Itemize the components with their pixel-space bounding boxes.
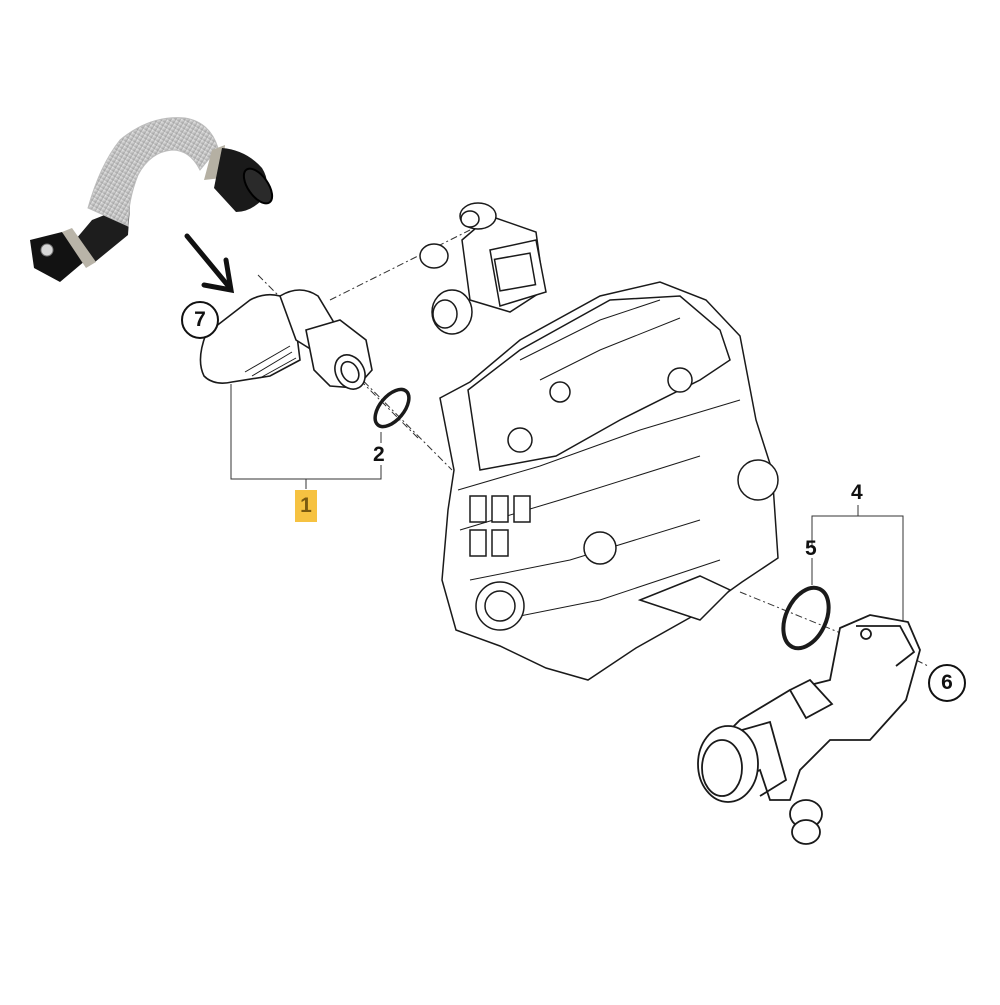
part-7-hose-elbow	[199, 289, 373, 390]
callout-4-label: 4	[851, 481, 863, 504]
pointer-arrow	[184, 233, 235, 294]
part-4-outlet-pipe	[697, 614, 921, 845]
part-1-highlight	[295, 490, 317, 522]
part-5-o-ring	[781, 585, 831, 651]
callout-2-label: 2	[373, 443, 385, 466]
callout-6[interactable]: 6	[928, 664, 966, 702]
thermostat-housing	[419, 202, 547, 335]
callout-1[interactable]: 1	[295, 491, 317, 521]
callout-6-label: 6	[941, 671, 953, 694]
callout-1-label: 1	[300, 494, 312, 517]
part-2-o-ring	[373, 387, 411, 429]
callout-7-label: 7	[194, 308, 206, 331]
callout-2[interactable]: 2	[373, 443, 385, 467]
callout-4[interactable]: 4	[851, 481, 863, 505]
callout-5[interactable]: 5	[805, 537, 817, 561]
engine-block	[439, 281, 779, 681]
callout-5-label: 5	[805, 537, 817, 560]
hose-photo	[30, 117, 274, 282]
callout-7[interactable]: 7	[181, 301, 219, 339]
